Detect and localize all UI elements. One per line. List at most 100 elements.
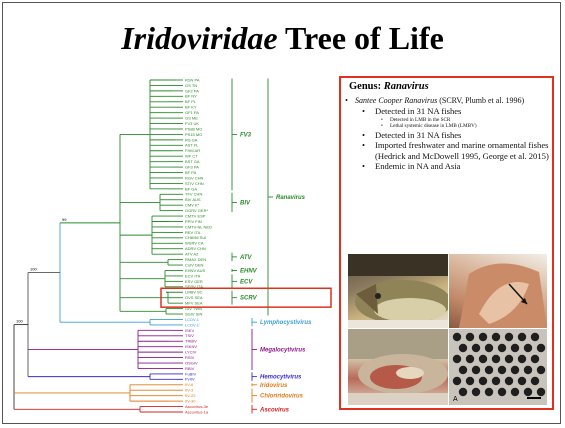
tree-tip-label: ECV ITA: [185, 273, 201, 278]
virion: [511, 344, 519, 352]
virion: [511, 366, 519, 374]
tree-tip-label: CMTV ESP: [185, 213, 206, 218]
clade-label: Chloriridovirus: [260, 394, 304, 400]
clade-label: FV3: [240, 132, 252, 138]
clade-label: Megalocytivirus: [260, 347, 306, 353]
genus-heading-prefix: Genus:: [349, 81, 384, 92]
virion: [518, 333, 526, 341]
tree-tip-label: RSIV: [185, 355, 195, 360]
tree-tip-label: PS88 MO: [185, 126, 202, 131]
micrograph-panel-letter: A: [453, 396, 458, 403]
virion: [472, 388, 480, 396]
tree-tip-label: RMAX DEN: [185, 257, 206, 262]
virion: [466, 333, 474, 341]
tree-tip-label: IIV-3: [185, 388, 194, 393]
subsub-bullet-1-text: Detected in LMB in the SCR: [390, 117, 450, 123]
virion: [498, 388, 506, 396]
tree-tip-label: LCDV-1: [185, 317, 200, 322]
bootstrap-value: 100: [16, 319, 23, 324]
tree-tip-label: TFV CHN: [185, 192, 202, 197]
tree-tip-label: TSIV: [185, 333, 194, 338]
clade-label: Iridovirus: [260, 383, 288, 389]
bootstrap-value: 99: [62, 217, 67, 222]
clade-label: Lymphocystivirus: [260, 320, 312, 326]
tree-tip-label: Ascovirus-3e: [185, 404, 209, 409]
clade-label: Hemocytivirus: [260, 375, 302, 381]
virion: [466, 377, 474, 385]
tree-tip-label: ISKNV: [185, 344, 197, 349]
tree-tip-label: GS ME: [185, 115, 198, 120]
virion: [531, 333, 539, 341]
bullet-scrv: • Santee Cooper Ranavirus (SCRV, Plumb et…: [345, 96, 550, 106]
fish-photo-art: [348, 254, 448, 328]
tree-tip-label: LMBV SC: [185, 290, 203, 295]
bullet-marker: •: [362, 130, 365, 141]
virion: [453, 377, 461, 385]
clade-label: ECV: [240, 279, 253, 285]
tree-branches: [14, 79, 273, 414]
bullet-scrv-rest: (SCRV, Plumb et al. 1996): [437, 96, 524, 105]
virion: [537, 366, 545, 374]
virion: [472, 366, 480, 374]
tree-tip-label: EHNV AUS: [185, 268, 206, 273]
bullet-marker: •: [345, 96, 348, 106]
bullet-marker: •: [362, 161, 365, 172]
virion: [531, 355, 539, 363]
tree-tip-label: PPIV FIN: [185, 219, 202, 224]
tree-tip-label: IIV-22: [185, 393, 196, 398]
virion: [511, 388, 519, 396]
virion: [479, 377, 487, 385]
tree-tip-label: GF3 PA: [185, 164, 199, 169]
genus-info-panel: Genus: Ranavirus • Santee Cooper Ranaviru…: [339, 76, 554, 410]
tree-tip-label: BF KY: [185, 105, 197, 110]
tree-tip-label: GF1 PA: [185, 110, 199, 115]
virion: [479, 355, 487, 363]
virion: [498, 366, 506, 374]
tree-tip-label: CMV K*: [185, 203, 200, 208]
tree-tip-label: SGIV SIN: [185, 311, 202, 316]
tree-clade-labels: FV3BIVATVEHNVECVSCRVLymphocystivirusMega…: [239, 132, 312, 413]
virions-micrograph-art: A: [449, 329, 547, 405]
virion: [492, 355, 500, 363]
genus-heading-name: Ranavirus: [384, 81, 429, 92]
subsub-bullet-2-text: Lethal systemic disease in LMB (LMBV): [390, 123, 477, 129]
tree-tip-label: LYCIV: [185, 350, 197, 355]
bullet-scrv-italic: Santee Cooper Ranavirus: [355, 96, 437, 105]
tree-tip-label: BF PA: [185, 170, 197, 175]
sub-bullet-1: •Detected in 31 NA fishes: [355, 106, 550, 117]
virion: [524, 366, 532, 374]
virion: [518, 377, 526, 385]
sub-bullet-4-text: Endemic in NA and Asia: [375, 161, 460, 171]
clade-label: Ranavirus: [276, 195, 306, 201]
virion: [453, 333, 461, 341]
virion: [498, 344, 506, 352]
organs-photo-art: [348, 329, 448, 405]
tree-tip-label: PvIIV: [185, 377, 195, 382]
tree-tip-label: BIV AUS: [185, 197, 201, 202]
sub-bullet-2: •Detected in 31 NA fishes: [355, 130, 550, 141]
tree-tip-label: OSGIV: [185, 360, 198, 365]
clade-label: EHNV: [240, 268, 258, 274]
tree-tip-label: RSN PA: [185, 77, 200, 82]
virion: [531, 377, 539, 385]
virion: [505, 377, 513, 385]
tree-tip-label: CoIV DEN: [185, 262, 204, 267]
clade-label: Ascovirus: [259, 407, 290, 413]
virion: [459, 388, 467, 396]
dissected-fish-photo-1: [449, 254, 547, 328]
electron-micrograph-photo: A: [449, 329, 547, 405]
tree-tip-label: PS15 MO: [185, 132, 202, 137]
scale-bar: [527, 397, 541, 399]
clade-label: BIV: [240, 200, 251, 206]
genus-heading: Genus: Ranavirus: [349, 81, 429, 92]
virion: [505, 355, 513, 363]
tree-tip-label: TRBIV: [185, 339, 197, 344]
tree-tip-label: CMTV-NL NED: [185, 224, 212, 229]
virion: [492, 333, 500, 341]
clade-label: SCRV: [240, 296, 258, 302]
virion: [472, 344, 480, 352]
tree-tip-label: GVS SEA: [185, 295, 203, 300]
virion: [459, 344, 467, 352]
